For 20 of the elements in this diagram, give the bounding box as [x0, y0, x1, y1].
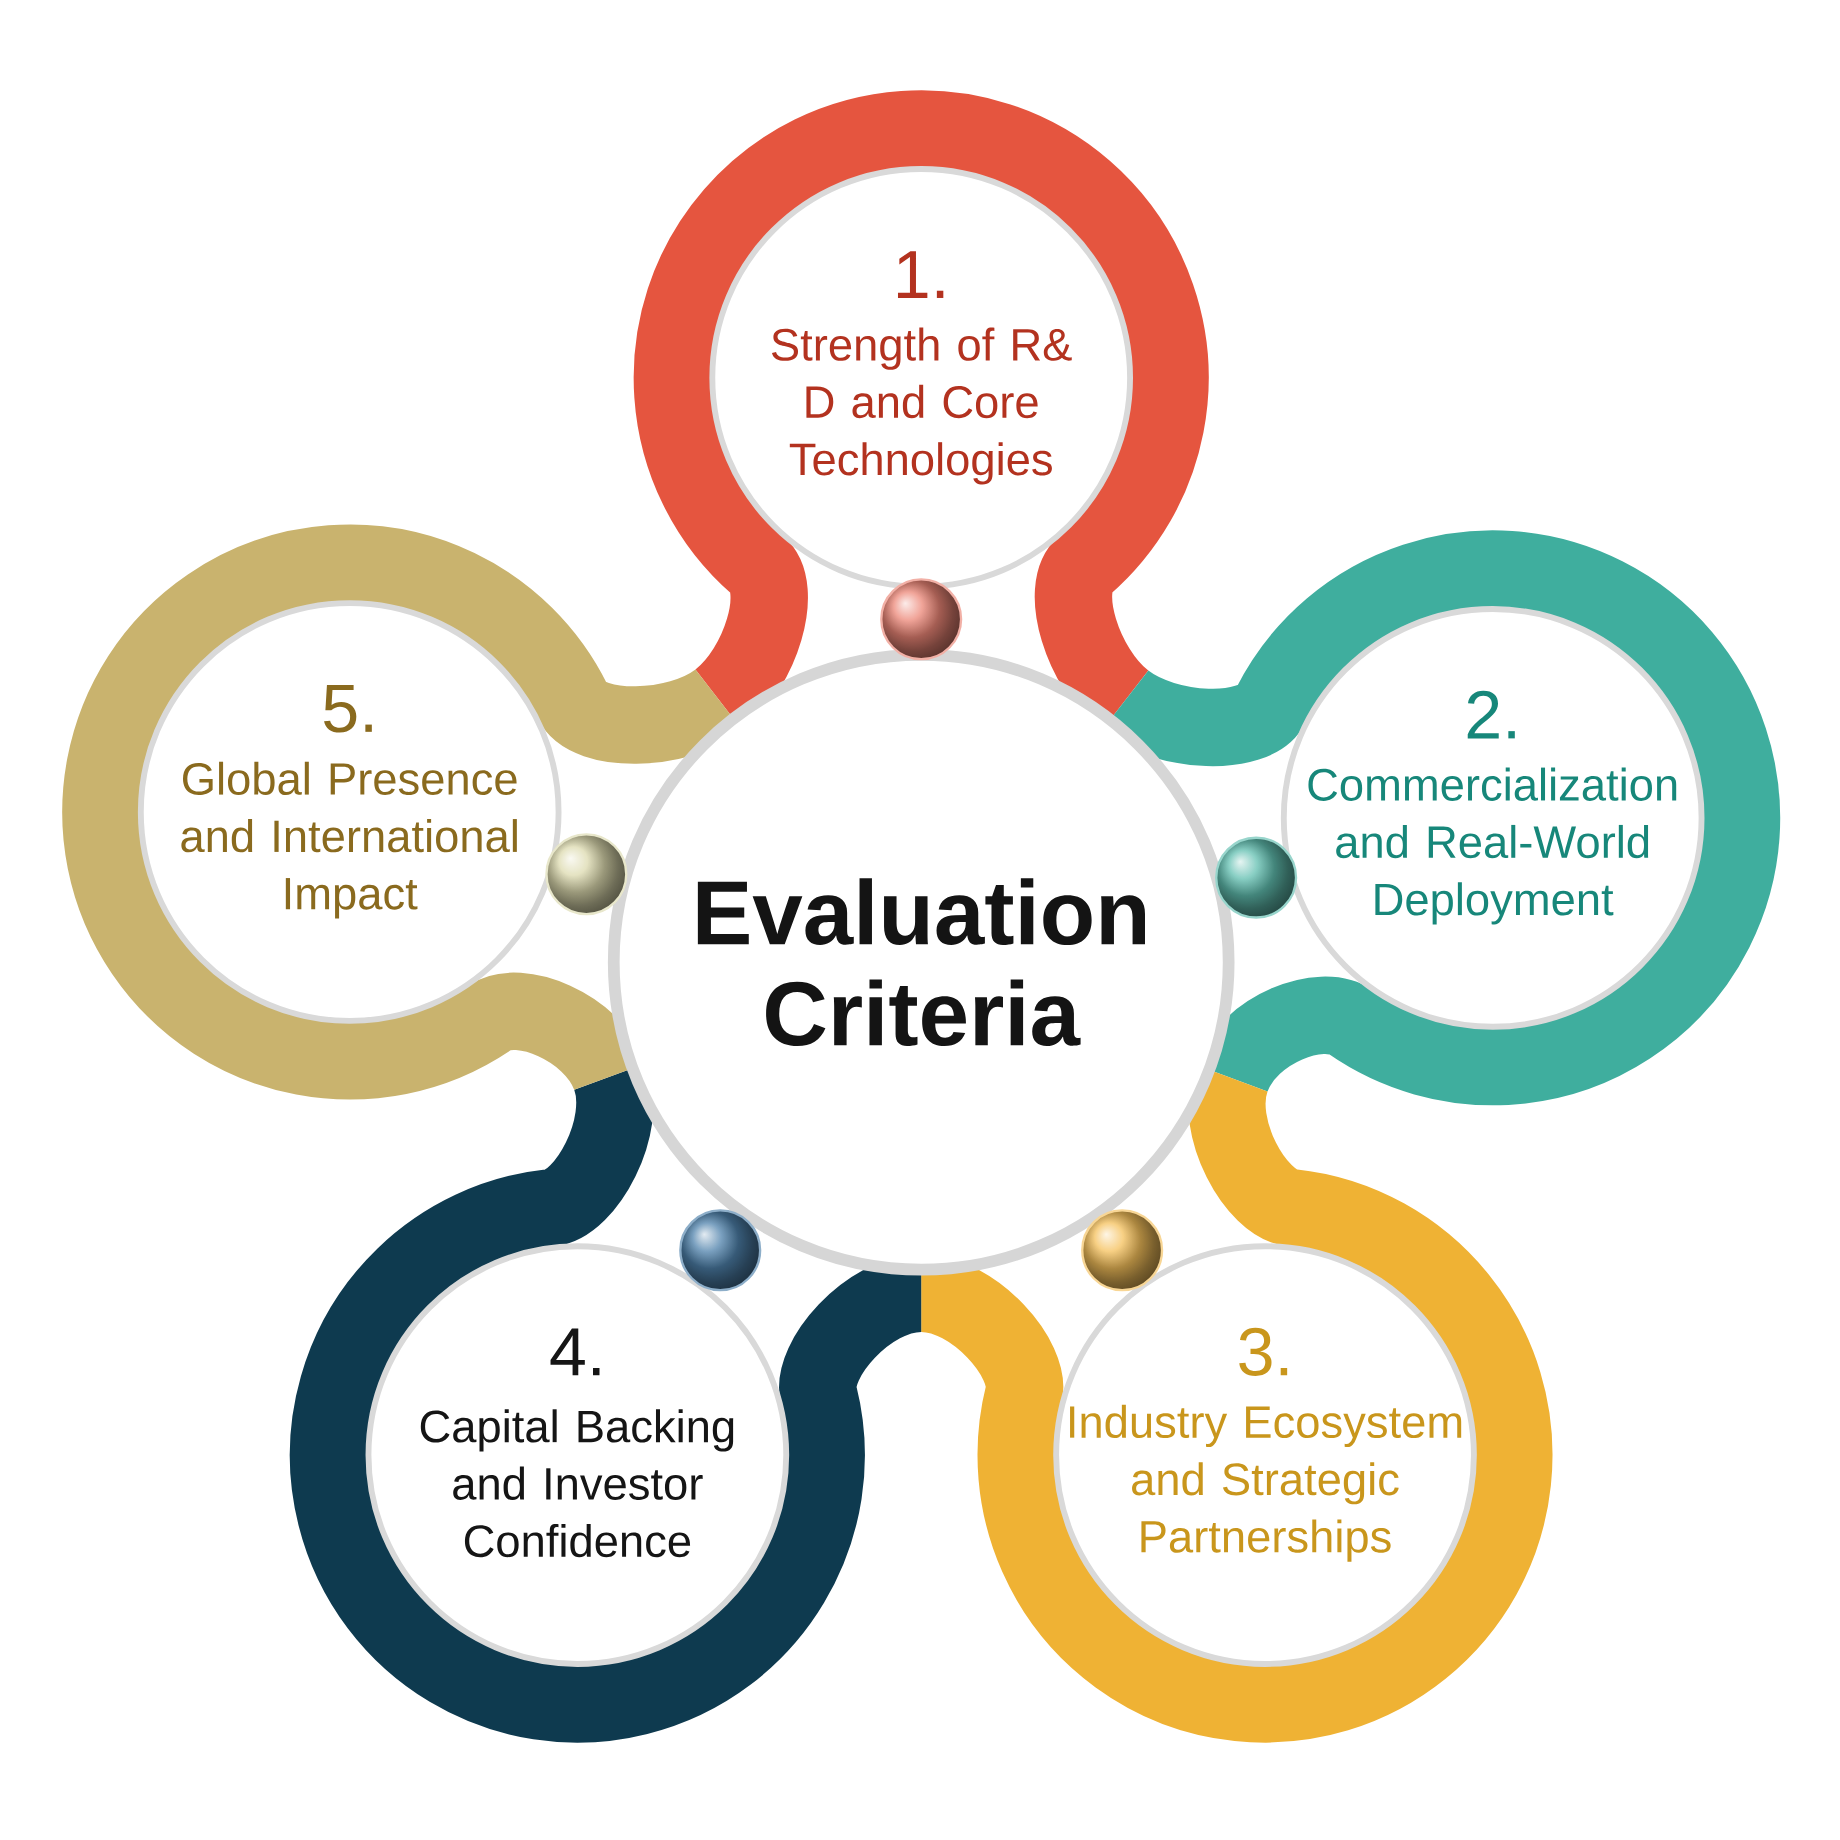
criterion-text: Capital Backing and Investor Confidence	[420, 1409, 734, 1558]
criterion-text: Industry Ecosystem and Strategic Partnerships	[1070, 1404, 1462, 1562]
step-number: 1.	[898, 251, 944, 298]
step-number: 3.	[1239, 1327, 1288, 1376]
criterion-circle	[709, 166, 1133, 590]
bead-connector	[679, 1209, 762, 1292]
criterion-circle	[1280, 606, 1705, 1030]
bead-connector	[545, 833, 628, 916]
bead-connector	[1215, 836, 1298, 919]
criterion-circle	[365, 1243, 790, 1667]
criterion-circle	[137, 600, 562, 1024]
criterion-text: Global Presence and International Impact	[181, 761, 517, 919]
step-number: 5.	[324, 685, 372, 733]
step-number: 2.	[1467, 690, 1515, 739]
bead-connector	[880, 578, 963, 661]
step-number: 4.	[550, 1328, 600, 1376]
criterion-text: Strength of R& D and Core Technologies	[771, 327, 1072, 485]
criterion-circle	[1053, 1243, 1477, 1667]
criterion-text: Commercialization and Real-World Deployment	[1308, 767, 1677, 925]
bead-connector	[1081, 1209, 1164, 1292]
